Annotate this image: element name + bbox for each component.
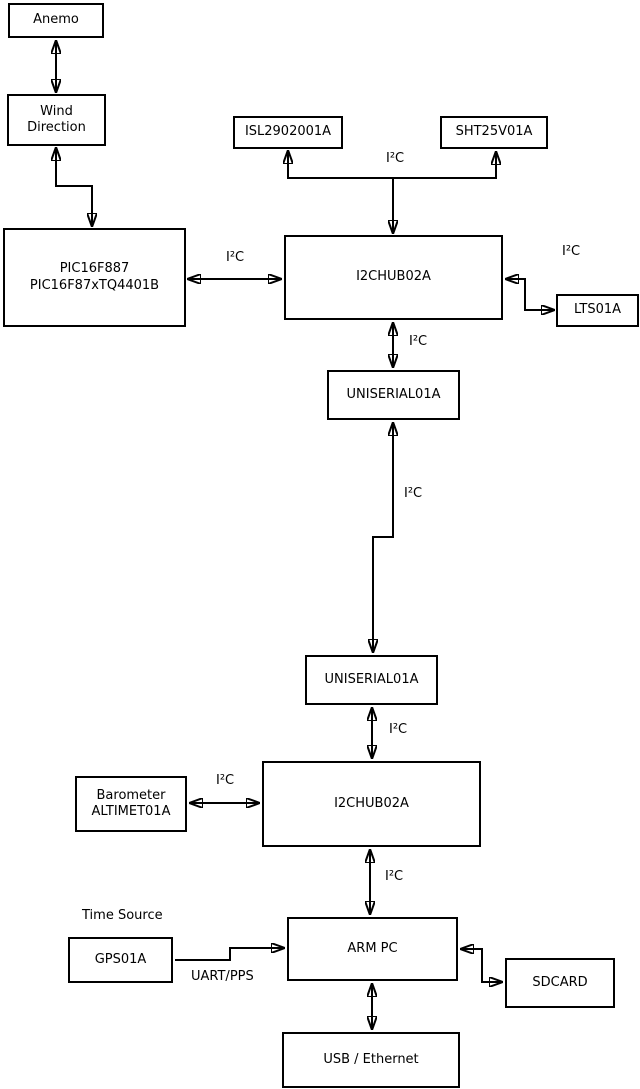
label-i2c-uniserial-link: I²C xyxy=(404,486,423,501)
node-usb-ethernet-label: USB / Ethernet xyxy=(323,1051,419,1067)
node-sht25v01a: SHT25V01A xyxy=(440,116,548,149)
node-gps01a: GPS01A xyxy=(68,937,173,983)
label-uart-pps: UART/PPS xyxy=(191,969,254,984)
node-i2chub02a-bottom: I2CHUB02A xyxy=(262,761,481,847)
node-sht25v01a-label: SHT25V01A xyxy=(455,124,533,140)
node-gps01a-label: GPS01A xyxy=(94,951,147,967)
label-i2c-hub2-arm: I²C xyxy=(385,869,404,884)
node-barometer-line2: ALTIMET01A xyxy=(91,804,171,819)
node-isl2902001a-label: ISL2902001A xyxy=(244,124,332,140)
edge-gps-armpc xyxy=(175,948,284,961)
label-i2c-barometer-bus: I²C xyxy=(216,773,235,788)
node-pic-line2: PIC16F87xTQ4401B xyxy=(29,277,160,293)
node-i2chub02a-top-label: I2CHUB02A xyxy=(356,269,431,285)
node-uniserial01a-bottom: UNISERIAL01A xyxy=(305,655,438,705)
edge-uniserial1-uniserial2 xyxy=(373,423,393,652)
node-i2chub02a-bottom-label: I2CHUB02A xyxy=(334,795,409,811)
label-i2c-hub-uniserial: I²C xyxy=(409,334,428,349)
label-i2c-lts-bus: I²C xyxy=(562,244,581,259)
node-pic: PIC16F887 PIC16F87xTQ4401B xyxy=(3,228,186,327)
node-wind-direction-line2: Direction xyxy=(27,120,86,135)
node-usb-ethernet: USB / Ethernet xyxy=(282,1032,460,1088)
node-barometer-line1: Barometer xyxy=(96,787,166,803)
label-i2c-pic-hub: I²C xyxy=(226,250,245,265)
node-sdcard-label: SDCARD xyxy=(532,974,588,990)
edge-hub1-lts xyxy=(506,279,554,310)
node-wind-direction: Wind Direction xyxy=(7,94,106,146)
node-lts01a: LTS01A xyxy=(556,294,639,327)
node-isl2902001a: ISL2902001A xyxy=(233,116,343,149)
label-time-source: Time Source xyxy=(82,908,163,923)
node-uniserial01a-bottom-label: UNISERIAL01A xyxy=(324,671,419,687)
node-uniserial01a-top: UNISERIAL01A xyxy=(327,370,460,420)
node-lts01a-label: LTS01A xyxy=(573,302,622,318)
node-anemo: Anemo xyxy=(8,3,104,38)
node-uniserial01a-top-label: UNISERIAL01A xyxy=(346,386,441,402)
node-sdcard: SDCARD xyxy=(505,958,615,1008)
node-anemo-label: Anemo xyxy=(33,12,79,28)
node-arm-pc: ARM PC xyxy=(287,917,458,981)
node-arm-pc-label: ARM PC xyxy=(347,940,398,956)
edge-armpc-sdcard xyxy=(461,949,502,982)
edge-wind-pic xyxy=(56,148,92,226)
node-i2chub02a-top: I2CHUB02A xyxy=(284,235,503,320)
label-i2c-uniserial-hub2: I²C xyxy=(389,722,408,737)
label-i2c-sensors-bus: I²C xyxy=(386,151,405,166)
node-barometer: Barometer ALTIMET01A xyxy=(75,776,187,832)
node-pic-line1: PIC16F887 xyxy=(59,261,130,277)
node-wind-direction-line1: Wind xyxy=(40,103,73,119)
